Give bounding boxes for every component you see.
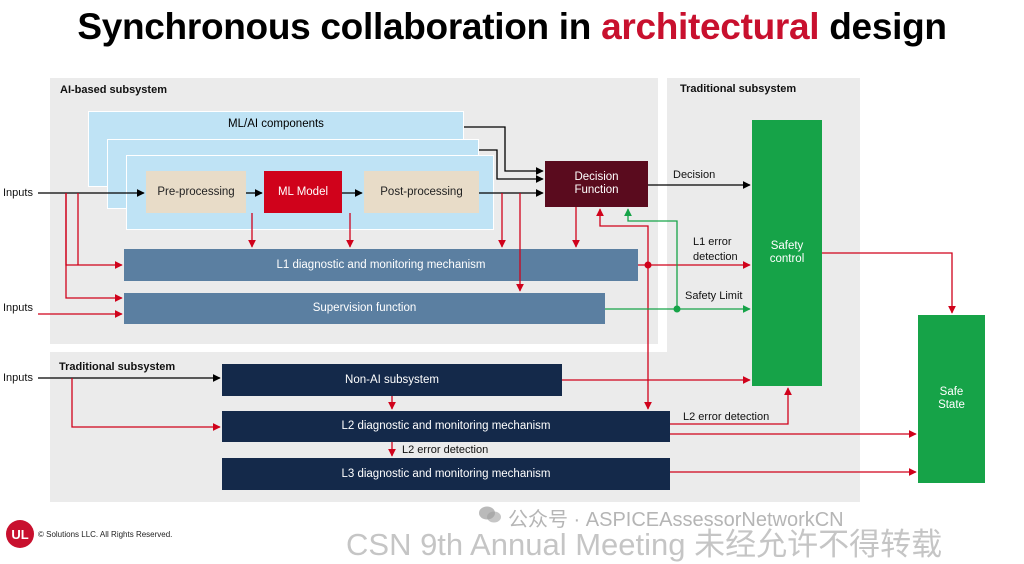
traditional-subsystem-right-label: Traditional subsystem [680,83,797,95]
ml-stack-back-to-decision-wire [464,126,544,175]
post-processing-block: Post-processing [364,171,479,213]
ml-model-block: ML Model [264,171,342,213]
traditional-subsystem-bottom-label: Traditional subsystem [59,361,176,373]
inputs-label-1: Inputs [3,187,33,199]
wechat-icon [479,506,501,523]
decision-function-block: Decision Function [545,161,648,207]
safety-control-block: Safety control [752,120,822,386]
l3-diagnostic-block: L3 diagnostic and monitoring mechanism [222,458,670,490]
l1-diagnostic-block: L1 diagnostic and monitoring mechanism [124,249,638,281]
watermark-event: CSN 9th Annual Meeting 未经允许不得转载 [346,527,943,562]
l2-error-detection-down-label: L2 error detection [402,444,489,456]
l2-error-detection-label: L2 error detection [683,411,770,423]
inputs-label-2: Inputs [3,302,33,314]
ml-components-label: ML/AI components [228,118,324,130]
ai-subsystem-label: AI-based subsystem [60,84,167,96]
watermark-account: 公众号 · ASPICEAssessorNetworkCN [508,509,844,531]
l2-diagnostic-block: L2 diagnostic and monitoring mechanism [222,411,670,442]
ul-logo: UL [6,520,34,548]
safety-limit-label: Safety Limit [685,290,743,302]
supervision-function-block: Supervision function [124,293,605,324]
l1-error-label-line2: detection [693,251,738,263]
page-title: Synchronous collaboration in architectur… [77,6,947,47]
l1-error-label-line1: L1 error [693,236,732,248]
title-accent: architectural [601,6,820,47]
non-ai-subsystem-block: Non-AI subsystem [222,364,562,396]
decision-label: Decision [673,169,716,181]
ml-stack-middle-to-decision-wire [479,149,544,183]
pre-processing-block: Pre-processing [146,171,246,213]
inputs-label-3: Inputs [3,372,33,384]
safe-state-block: Safe State [918,315,985,483]
copyright-text: © Solutions LLC. All Rights Reserved. [38,530,173,539]
